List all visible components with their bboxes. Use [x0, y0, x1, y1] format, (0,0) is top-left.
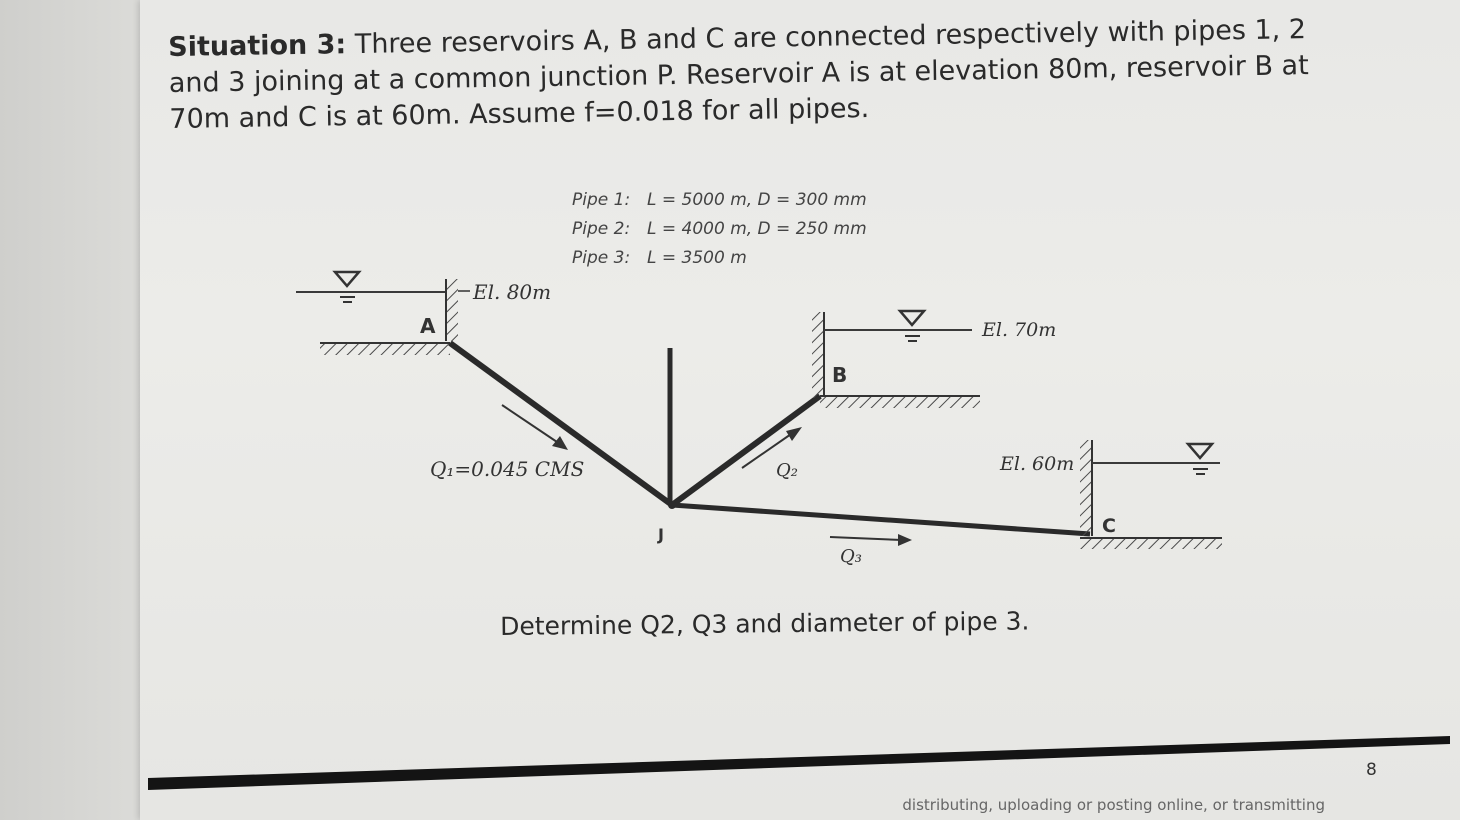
pipe-1: [448, 340, 674, 508]
reservoir-c: C El. 60m: [999, 440, 1222, 549]
q1-arrow: [501, 404, 568, 450]
pipe-spec-list: Pipe 1: L = 5000 m, D = 300 mm Pipe 2: L =…: [572, 186, 867, 273]
pipe-1-spec: L = 5000 m, D = 300 mm: [647, 190, 867, 210]
pipe-3: [671, 502, 1091, 537]
reservoir-a-elevation: El. 80m: [472, 280, 551, 304]
pipe-2-label: Pipe 2:: [572, 219, 631, 239]
reservoir-c-elevation: El. 60m: [999, 453, 1074, 475]
pipe-spec-row: Pipe 2: L = 4000 m, D = 250 mm: [572, 215, 867, 244]
junction-node: [668, 501, 676, 509]
reservoir-b-elevation: El. 70m: [981, 319, 1056, 341]
reservoir-c-label: C: [1102, 515, 1116, 537]
reservoir-b: B El. 70m: [812, 309, 1056, 408]
q3-arrow: [829, 534, 912, 546]
reservoir-a-wall: [446, 279, 458, 341]
bottom-rule: [148, 736, 1450, 790]
page-number: 8: [1366, 760, 1377, 780]
reservoir-a-label: A: [420, 314, 436, 338]
pipe-network: [448, 340, 1091, 537]
junction-label: J: [657, 525, 664, 544]
flow-arrows: [501, 404, 912, 546]
pipe-2-spec: L = 4000 m, D = 250 mm: [647, 219, 867, 239]
reservoir-a-ground: [320, 343, 450, 355]
q1-label: Q₁=0.045 CMS: [430, 457, 584, 481]
question-text: Determine Q2, Q3 and diameter of pipe 3.: [500, 606, 1030, 641]
pipe-3-label: Pipe 3:: [572, 248, 631, 268]
pipe-2: [670, 393, 822, 508]
water-surface-icon: [332, 270, 362, 303]
reservoir-c-wall: [1080, 440, 1092, 536]
pipe-spec-row: Pipe 1: L = 5000 m, D = 300 mm: [572, 186, 867, 215]
pipe-1-label: Pipe 1:: [572, 190, 631, 210]
q2-arrow: [741, 427, 802, 469]
reservoir-b-ground: [820, 397, 980, 408]
footer-copyright-note: distributing, uploading or posting onlin…: [902, 796, 1325, 814]
q2-label: Q₂: [776, 460, 798, 481]
reservoir-b-wall: [812, 312, 824, 398]
q3-label: Q₃: [840, 546, 862, 567]
left-page-margin: [0, 0, 150, 820]
water-surface-icon: [897, 309, 927, 342]
reservoir-c-ground: [1080, 538, 1222, 549]
reservoir-a: A El. 80m: [296, 270, 551, 355]
reservoir-b-label: B: [832, 363, 847, 387]
pipe-spec-row: Pipe 3: L = 3500 m: [572, 244, 867, 273]
water-surface-icon: [1185, 442, 1215, 475]
pipe-3-spec: L = 3500 m: [647, 248, 747, 268]
